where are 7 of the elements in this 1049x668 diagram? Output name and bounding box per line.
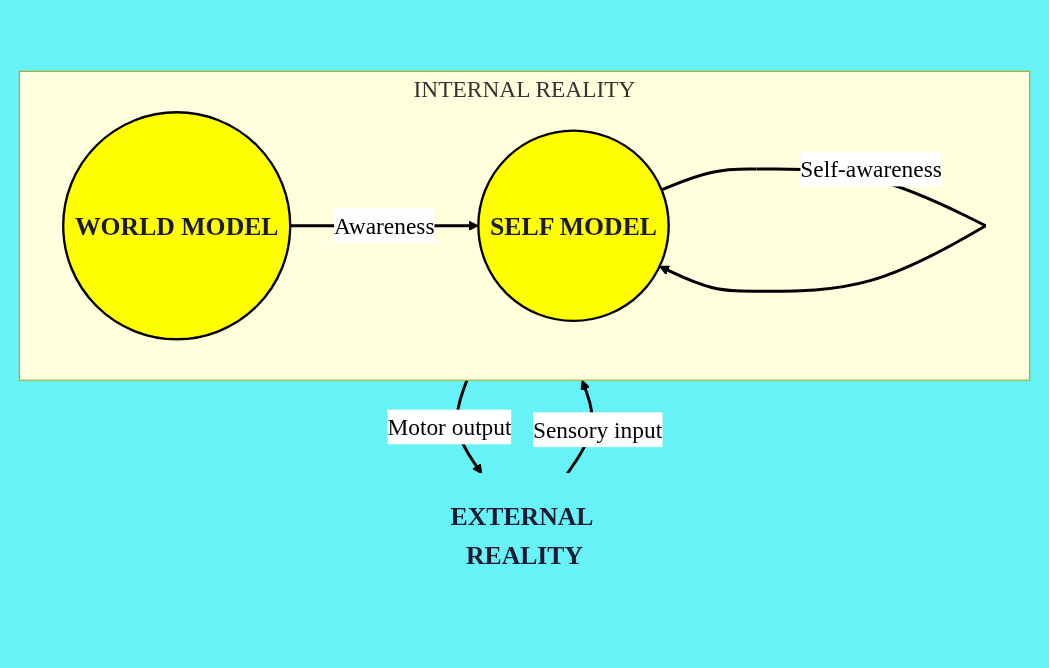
node-circle: WORLD MODEL	[62, 110, 292, 340]
node-text: EXTERNAL REALITY	[450, 501, 593, 570]
edge-label: Sensory input	[532, 416, 663, 443]
node-circle: SELF MODEL	[477, 128, 670, 322]
edge-label: Motor output	[387, 413, 512, 440]
edge-label: Self-awareness	[800, 155, 942, 182]
edge-label: Awareness	[334, 212, 435, 239]
